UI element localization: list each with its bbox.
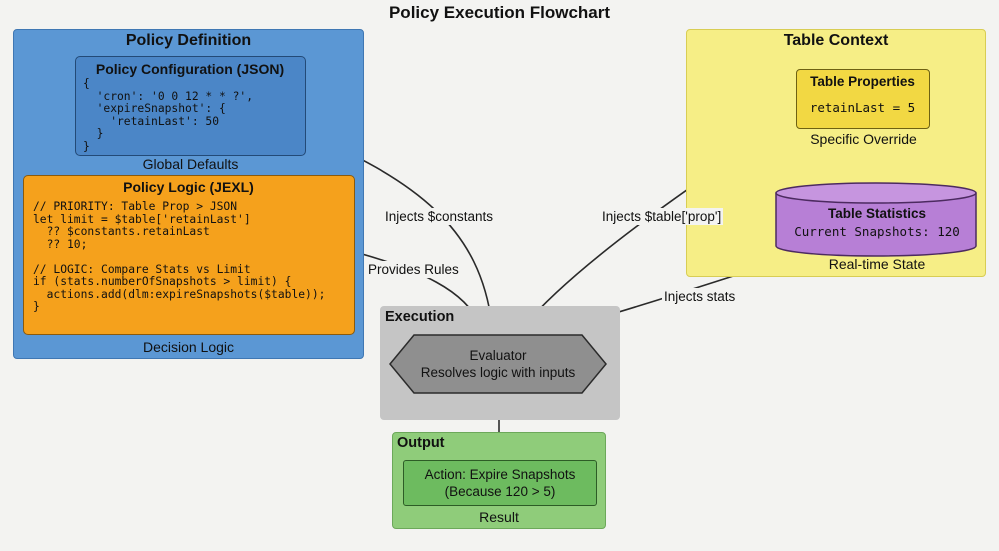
table-statistics-value: Current Snapshots: 120: [794, 224, 960, 239]
table-properties-caption: Specific Override: [810, 131, 917, 147]
evaluator-hexagon: [389, 334, 607, 394]
policy-definition-panel: Policy Definition Policy Configuration (…: [13, 29, 364, 359]
table-statistics-title: Table Statistics: [827, 206, 927, 221]
output-action-box: Action: Expire Snapshots (Because 120 > …: [403, 460, 597, 506]
execution-title: Execution: [385, 309, 455, 325]
table-statistics-caption: Real-time State: [828, 256, 926, 272]
output-title: Output: [397, 435, 445, 451]
policy-config-box: Policy Configuration (JSON) { 'cron': '0…: [75, 56, 306, 156]
evaluator-line1: Evaluator: [469, 348, 527, 363]
table-context-title: Table Context: [783, 32, 889, 49]
edge-label-injects-table-prop: Injects $table['prop']: [600, 208, 724, 225]
policy-config-code: { 'cron': '0 0 12 * * ?', 'expireSnapsho…: [83, 77, 254, 153]
policy-config-title: Policy Configuration (JSON): [95, 61, 285, 77]
output-action-line1: Action: Expire Snapshots: [424, 467, 576, 482]
evaluator-line2: Resolves logic with inputs: [420, 365, 576, 380]
table-statistics-cylinder: [775, 182, 977, 257]
table-properties-box: Table Properties retainLast = 5: [796, 69, 930, 129]
table-context-panel: Table Context Table Properties retainLas…: [686, 29, 986, 277]
policy-logic-code: // PRIORITY: Table Prop > JSON let limit…: [33, 200, 326, 313]
page-title: Policy Execution Flowchart: [388, 3, 611, 22]
policy-config-caption: Global Defaults: [142, 156, 239, 172]
output-panel: Output Action: Expire Snapshots (Because…: [392, 432, 606, 529]
table-properties-title: Table Properties: [810, 74, 915, 89]
policy-logic-box: Policy Logic (JEXL) // PRIORITY: Table P…: [23, 175, 355, 335]
table-properties-value: retainLast = 5: [809, 100, 916, 115]
evaluator-label: Evaluator Resolves logic with inputs: [386, 347, 610, 381]
edge-label-injects-constants: Injects $constants: [383, 208, 496, 225]
edge-label-injects-stats: Injects stats: [662, 288, 738, 305]
policy-logic-caption: Decision Logic: [142, 339, 235, 355]
output-action-line2: (Because 120 > 5): [444, 484, 556, 499]
policy-definition-title: Policy Definition: [125, 32, 252, 49]
policy-logic-title: Policy Logic (JEXL): [123, 179, 254, 195]
edge-label-provides-rules: Provides Rules: [366, 261, 461, 278]
output-caption: Result: [479, 509, 519, 525]
